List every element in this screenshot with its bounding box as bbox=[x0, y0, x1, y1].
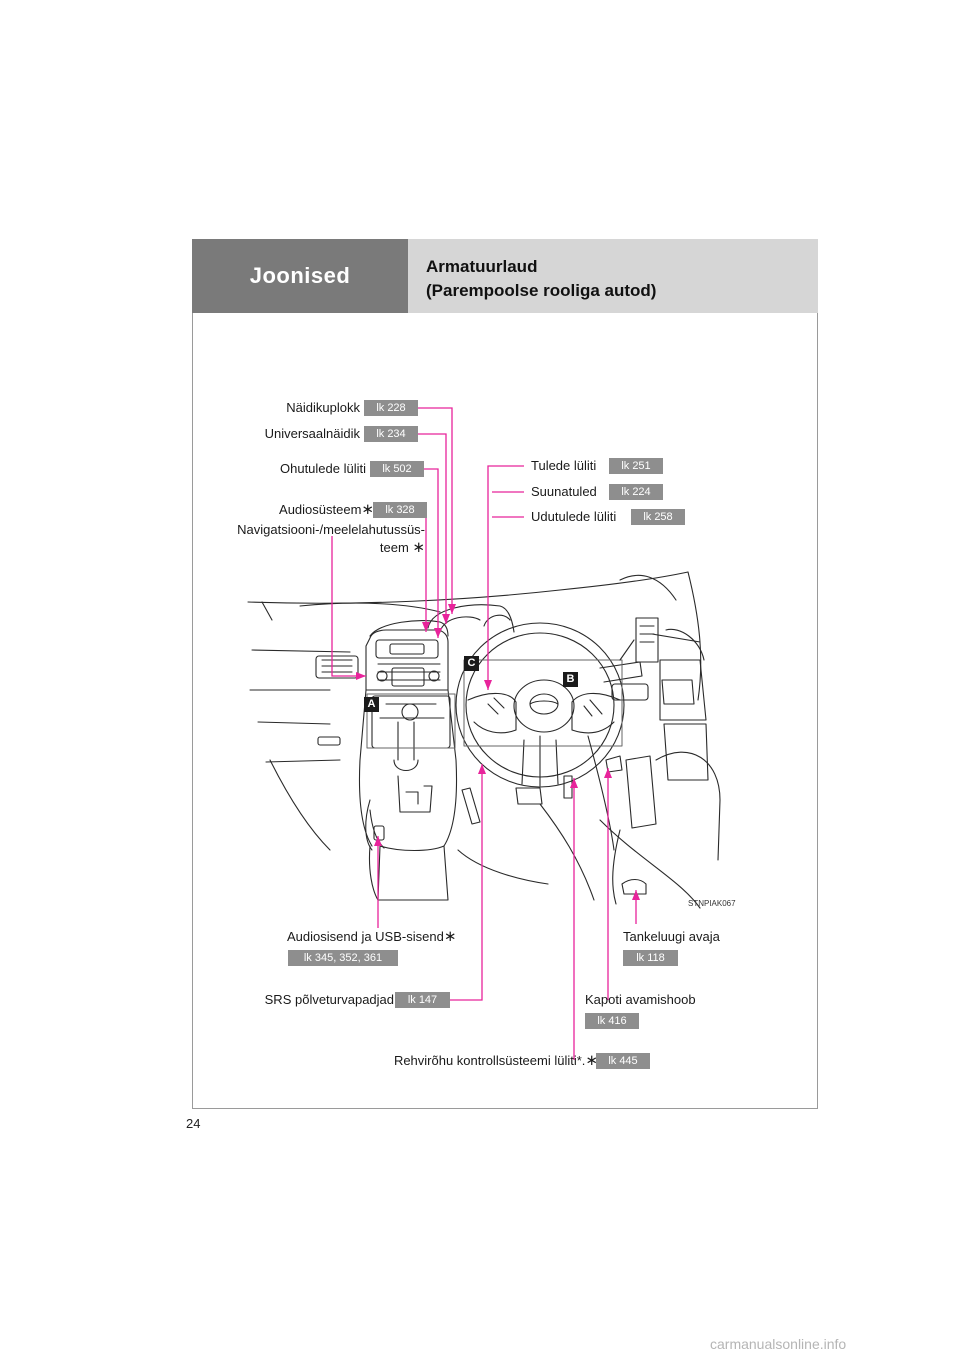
label-navigatsiooni-line-2: teem ∗ bbox=[379, 539, 425, 556]
optional-marker: ∗ bbox=[443, 928, 457, 945]
label-suunatuled: Suunatuled bbox=[531, 484, 597, 499]
page-ref-udutulede-luliti[interactable]: lk 258 bbox=[631, 509, 685, 525]
part-tag-b: B bbox=[563, 672, 578, 687]
page-ref-audiosisend[interactable]: lk 345, 352, 361 bbox=[288, 950, 398, 966]
image-code: STNPIAK067 bbox=[688, 899, 736, 908]
page-ref-naidikuplokk[interactable]: lk 228 bbox=[364, 400, 418, 416]
label-udutulede-luliti: Udutulede lüliti bbox=[531, 509, 617, 524]
page-ref-audiosusteem[interactable]: lk 328 bbox=[373, 502, 427, 518]
page-ref-tulede-luliti[interactable]: lk 251 bbox=[609, 458, 663, 474]
label-navigatsiooni-line-1: Navigatsiooni-/meelelahutussüs- bbox=[237, 522, 425, 537]
label-tankeluugi-avaja: Tankeluugi avaja bbox=[623, 929, 720, 944]
label-audiosusteem: Audiosüsteem∗ bbox=[279, 501, 374, 518]
watermark: carmanualsonline.info bbox=[710, 1336, 847, 1352]
label-srs: SRS põlveturvapadjad bbox=[264, 992, 394, 1007]
page-heading: Armatuurlaud (Parempoolse rooliga autod) bbox=[408, 239, 818, 313]
label-rehviroohu: Rehvirõhu kontrollsüsteemi lüliti*.∗ bbox=[393, 1052, 598, 1069]
page-ref-ohutulede-luliti[interactable]: lk 502 bbox=[370, 461, 424, 477]
optional-marker: ∗ bbox=[412, 539, 425, 556]
page-ref-srs[interactable]: lk 147 bbox=[395, 992, 450, 1008]
section-tab: Joonised bbox=[192, 239, 408, 313]
label-naidikuplokk: Näidikuplokk bbox=[286, 400, 360, 415]
page-ref-rehviroohu[interactable]: lk 445 bbox=[596, 1053, 650, 1069]
label-tulede-luliti: Tulede lüliti bbox=[531, 458, 597, 473]
page-number: 24 bbox=[186, 1116, 201, 1131]
page-ref-tankeluugi-avaja[interactable]: lk 118 bbox=[623, 950, 678, 966]
part-tag-c: C bbox=[464, 656, 479, 671]
label-kapoti-avamishoob: Kapoti avamishoob bbox=[585, 992, 696, 1007]
page-ref-suunatuled[interactable]: lk 224 bbox=[609, 484, 663, 500]
page-ref-universaalnaidik[interactable]: lk 234 bbox=[364, 426, 418, 442]
label-ohutulede-luliti: Ohutulede lüliti bbox=[280, 461, 366, 476]
label-universaalnaidik: Universaalnäidik bbox=[264, 426, 360, 441]
optional-marker: ∗ bbox=[361, 501, 374, 518]
part-tag-a: A bbox=[364, 697, 379, 712]
page-ref-kapoti-avamishoob[interactable]: lk 416 bbox=[585, 1013, 639, 1029]
label-audiosisend: Audiosisend ja USB-sisend∗ bbox=[287, 928, 457, 945]
heading-line-1: Armatuurlaud bbox=[426, 257, 538, 276]
optional-marker: ∗ bbox=[585, 1052, 598, 1069]
section-title: Joonised bbox=[249, 263, 351, 288]
heading-line-2: (Parempoolse rooliga autod) bbox=[426, 281, 657, 300]
